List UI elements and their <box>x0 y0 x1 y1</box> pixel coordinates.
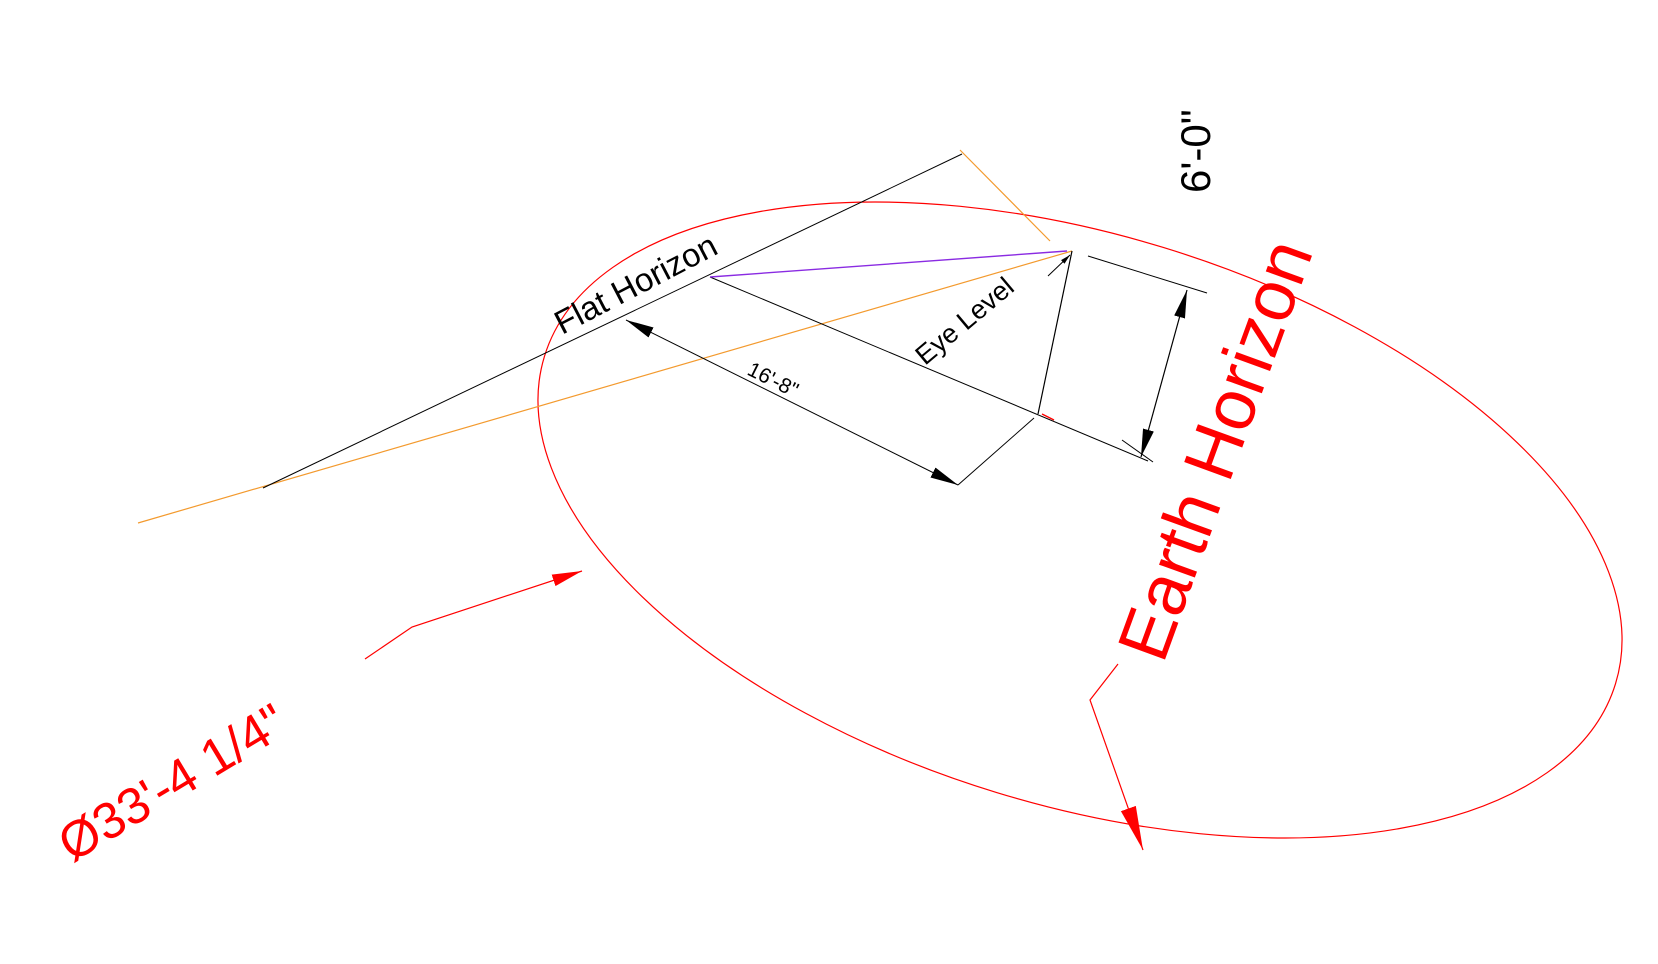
height-label: 6'-0" <box>1172 109 1219 193</box>
diameter-leader <box>364 570 583 660</box>
height-dimension-line <box>1140 289 1188 458</box>
diameter-label: Ø33'-4 1/4" <box>48 692 296 872</box>
height-extension-bottom <box>1121 439 1154 463</box>
orange-tangent-line <box>137 250 1073 524</box>
eye-level-line <box>1037 250 1073 415</box>
distance-label: 16'-8" <box>744 358 802 402</box>
eye-level-arrow <box>1047 254 1071 277</box>
earth-horizon-ellipse <box>537 201 1623 839</box>
distance-extension-line <box>957 417 1035 486</box>
distance-dimension-line <box>625 319 959 486</box>
purple-sight-line <box>709 250 1068 278</box>
eye-level-base-tick <box>1041 413 1055 421</box>
orange-short-line <box>959 149 1051 242</box>
earth-horizon-leader <box>1089 663 1144 851</box>
flat-horizon-label: Flat Horizon <box>548 226 723 341</box>
height-extension-top <box>1087 255 1208 294</box>
flat-horizon-line <box>262 153 963 489</box>
eye-level-label: Eye Level <box>910 271 1020 370</box>
